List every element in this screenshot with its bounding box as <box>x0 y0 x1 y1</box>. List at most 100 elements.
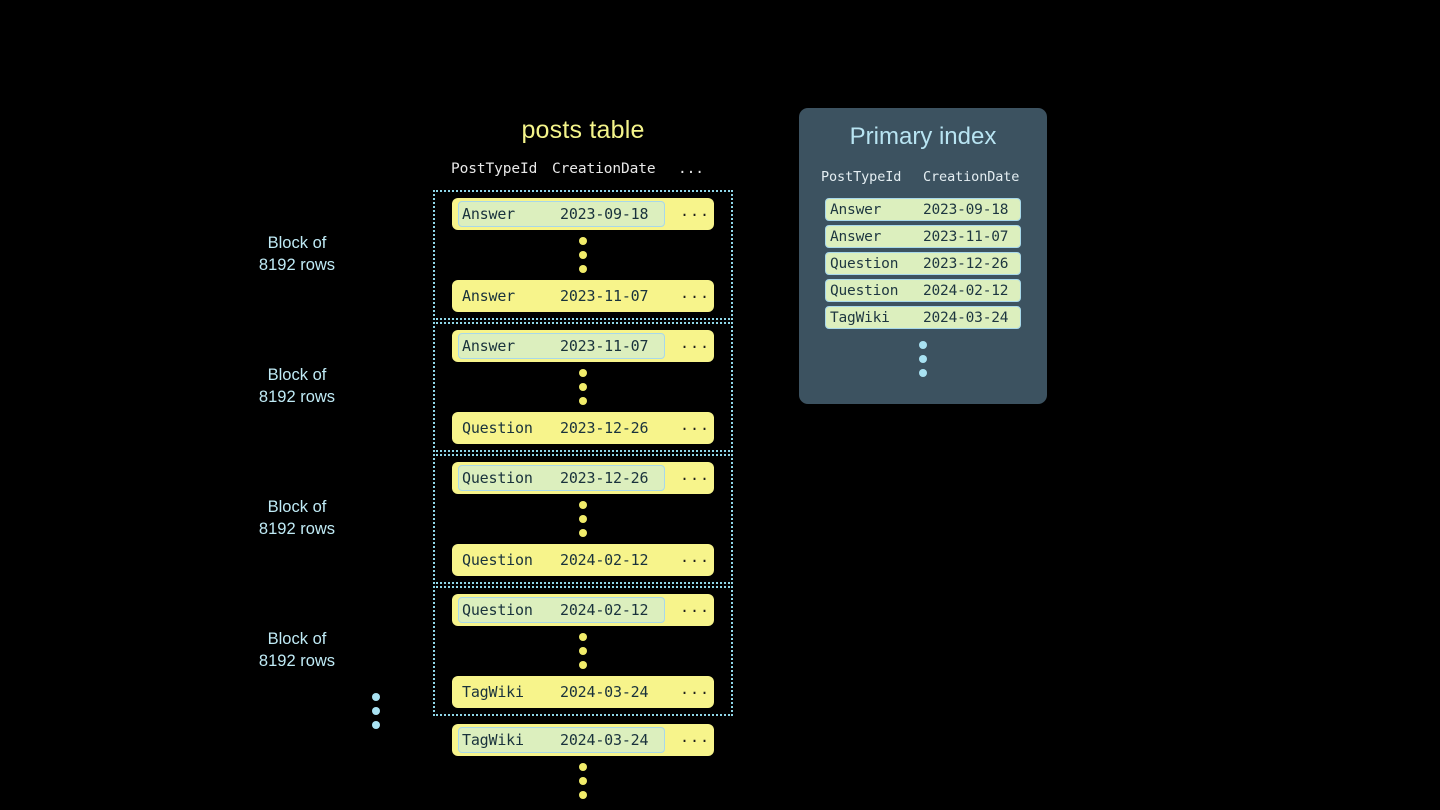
dot <box>919 369 927 377</box>
row-cells: Question 2024-02-12 <box>458 547 665 573</box>
posts-table-group: posts table PostTypeId CreationDate ... … <box>259 116 733 806</box>
dot <box>579 791 587 799</box>
posts-table-title: posts table <box>521 116 645 144</box>
table-row[interactable]: TagWiki 2024-03-24 ... <box>452 724 714 756</box>
cell-posttypeid: Question <box>462 601 533 619</box>
dot <box>372 693 380 701</box>
cell-ellipsis: ... <box>680 680 711 698</box>
cell-ellipsis: ... <box>680 598 711 616</box>
cell-creationdate: 2023-12-26 <box>923 255 1009 272</box>
block-4-label: Block of 8192 rows <box>258 630 336 670</box>
dot <box>579 763 587 771</box>
cell-creationdate: 2024-03-24 <box>560 683 649 701</box>
cell-posttypeid: TagWiki <box>462 731 524 749</box>
cell-ellipsis: ... <box>680 284 711 302</box>
row-cells: Answer 2023-11-07 <box>458 283 665 309</box>
row-cells: Question 2023-12-26 <box>458 415 665 441</box>
index-row[interactable]: Answer 2023-09-18 <box>825 198 1021 221</box>
cell-creationdate: 2023-11-07 <box>560 337 649 355</box>
cell-posttypeid: Answer <box>830 201 882 218</box>
cell-ellipsis: ... <box>680 728 711 746</box>
dot <box>579 647 587 655</box>
dot <box>579 501 587 509</box>
table-row[interactable]: Question 2024-02-12 ... <box>452 594 714 626</box>
index-continues-ellipsis <box>918 341 928 377</box>
dot <box>579 369 587 377</box>
cell-ellipsis: ... <box>680 466 711 484</box>
cell-creationdate: 2024-02-12 <box>560 601 649 619</box>
cell-posttypeid: Answer <box>462 337 515 355</box>
dot <box>579 265 587 273</box>
column-header-ellipsis: ... <box>678 161 704 177</box>
cell-posttypeid: Question <box>462 551 533 569</box>
dot <box>579 397 587 405</box>
row-cells: TagWiki 2024-03-24 <box>458 727 665 753</box>
row-ellipsis-vertical <box>578 501 588 537</box>
table-row[interactable]: TagWiki 2024-03-24 ... <box>452 676 714 708</box>
column-header-posttypeid: PostTypeId <box>821 169 902 185</box>
dot <box>372 721 380 729</box>
table-continues-ellipsis <box>578 763 588 799</box>
index-row[interactable]: TagWiki 2024-03-24 <box>825 306 1021 329</box>
index-row[interactable]: Question 2024-02-12 <box>825 279 1021 302</box>
dot <box>579 251 587 259</box>
dot <box>579 661 587 669</box>
cell-posttypeid: Question <box>462 469 533 487</box>
cell-creationdate: 2024-03-24 <box>560 731 649 749</box>
cell-ellipsis: ... <box>680 202 711 220</box>
block-1: Block of 8192 rows Answer 2023-09-18 ...… <box>259 190 733 320</box>
blocks-continue-ellipsis <box>371 693 381 729</box>
table-row[interactable]: Answer 2023-11-07 ... <box>452 280 714 312</box>
table-row[interactable]: Question 2023-12-26 ... <box>452 412 714 444</box>
table-row[interactable]: Answer 2023-09-18 ... <box>452 198 714 230</box>
posts-table-column-headers: PostTypeId CreationDate ... <box>433 161 733 181</box>
index-row[interactable]: Question 2023-12-26 <box>825 252 1021 275</box>
row-ellipsis-vertical <box>578 633 588 669</box>
cell-posttypeid: Answer <box>462 287 515 305</box>
row-cells: Question 2023-12-26 <box>458 465 665 491</box>
column-header-creationdate: CreationDate <box>923 169 1020 185</box>
block-3-label: Block of 8192 rows <box>258 498 336 538</box>
cell-creationdate: 2024-03-24 <box>923 309 1009 326</box>
table-row[interactable]: Question 2024-02-12 ... <box>452 544 714 576</box>
cell-ellipsis: ... <box>680 548 711 566</box>
cell-posttypeid: TagWiki <box>462 683 524 701</box>
dot <box>919 341 927 349</box>
block-2: Block of 8192 rows Answer 2023-11-07 ...… <box>259 322 733 452</box>
block-1-label: Block of 8192 rows <box>258 234 336 274</box>
dot <box>579 633 587 641</box>
block-3: Block of 8192 rows Question 2023-12-26 .… <box>259 454 733 584</box>
cell-creationdate: 2024-02-12 <box>560 551 649 569</box>
index-row[interactable]: Answer 2023-11-07 <box>825 225 1021 248</box>
cell-creationdate: 2023-11-07 <box>923 228 1009 245</box>
primary-index-title: Primary index <box>849 123 997 150</box>
dot <box>579 515 587 523</box>
row-cells: Question 2024-02-12 <box>458 597 665 623</box>
table-row[interactable]: Question 2023-12-26 ... <box>452 462 714 494</box>
cell-posttypeid: Question <box>830 282 899 299</box>
column-header-posttypeid: PostTypeId <box>451 161 538 177</box>
cell-creationdate: 2023-09-18 <box>923 201 1009 218</box>
row-cells: Answer 2023-09-18 <box>458 201 665 227</box>
cell-posttypeid: TagWiki <box>830 309 890 326</box>
dot <box>579 529 587 537</box>
row-ellipsis-vertical <box>578 237 588 273</box>
row-cells: TagWiki 2024-03-24 <box>458 679 665 705</box>
block-4: Block of 8192 rows Question 2024-02-12 .… <box>259 586 733 716</box>
primary-index-rows: Answer 2023-09-18 Answer 2023-11-07 Ques… <box>799 198 1047 384</box>
cell-creationdate: 2023-09-18 <box>560 205 649 223</box>
dot <box>919 355 927 363</box>
cell-ellipsis: ... <box>680 416 711 434</box>
row-ellipsis-vertical <box>578 369 588 405</box>
cell-posttypeid: Answer <box>462 205 515 223</box>
cell-posttypeid: Answer <box>830 228 882 245</box>
primary-index-panel: Primary index PostTypeId CreationDate An… <box>799 108 1047 404</box>
dot <box>372 707 380 715</box>
dot <box>579 383 587 391</box>
cell-creationdate: 2023-11-07 <box>560 287 649 305</box>
dot <box>579 777 587 785</box>
block-2-label: Block of 8192 rows <box>258 366 336 406</box>
cell-creationdate: 2023-12-26 <box>560 469 649 487</box>
table-row[interactable]: Answer 2023-11-07 ... <box>452 330 714 362</box>
column-header-creationdate: CreationDate <box>552 161 656 177</box>
